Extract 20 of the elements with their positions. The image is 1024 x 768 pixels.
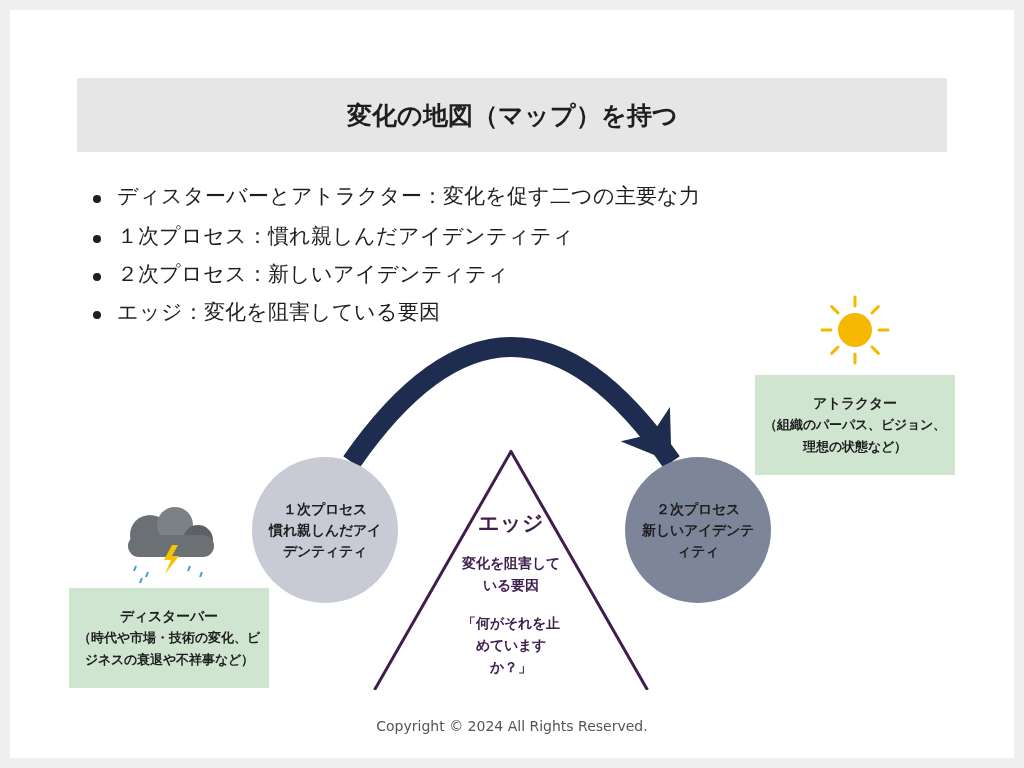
- box-heading: アトラクター: [813, 394, 897, 413]
- note-box: [755, 375, 955, 475]
- circle-text: 新しいアイデンティティ: [641, 520, 755, 561]
- triangle-text: 変化を阻害している要因: [461, 554, 561, 595]
- circle-text: ２次プロセス: [655, 499, 741, 519]
- bullet-text: １次プロセス：慣れ親しんだアイデンティティ: [117, 223, 574, 250]
- circle-text: １次プロセス: [282, 499, 368, 519]
- circle-text: 慣れ親しんだアイデンティティ: [267, 520, 382, 561]
- bullet-text: エッジ：変化を阻害している要因: [117, 299, 440, 326]
- title-banner: 変化の地図（マップ）を持つ: [77, 78, 947, 152]
- box-text: （組織のパーパス、ビジョン、理想の状態など）: [763, 416, 947, 456]
- note-box: [69, 588, 269, 688]
- box-heading: ディスターバー: [120, 607, 218, 626]
- curved-arrow: [343, 337, 680, 468]
- bullet-text: ディスターバーとアトラクター：変化を促す二つの主要な力: [117, 183, 700, 210]
- triangle-heading: エッジ: [478, 512, 544, 534]
- bullet-text: ２次プロセス：新しいアイデンティティ: [117, 261, 509, 288]
- copyright-text: Copyright © 2024 All Rights Reserved.: [376, 718, 648, 734]
- box-text: （時代や市場・技術の変化、ビジネスの衰退や不祥事など）: [77, 629, 261, 669]
- triangle-text: 「何がそれを止めていますか？」: [461, 614, 561, 677]
